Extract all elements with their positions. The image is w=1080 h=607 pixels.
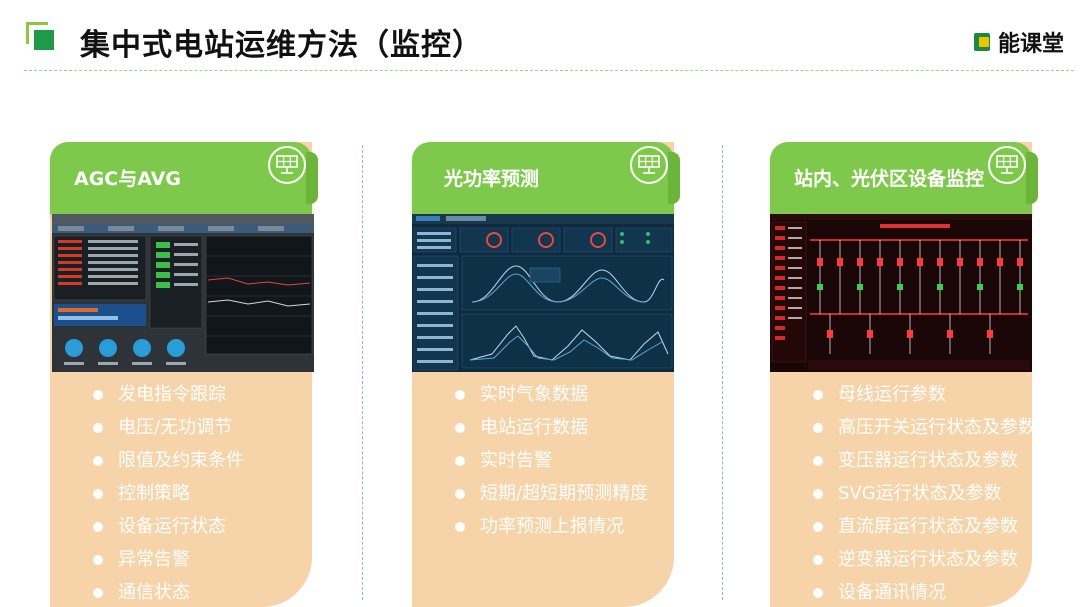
agc-monitor-screenshot xyxy=(52,214,314,372)
column-divider xyxy=(722,145,723,600)
solar-panel-icon xyxy=(988,146,1026,184)
list-item: 电站运行数据 xyxy=(452,411,648,444)
list-item: 发电指令跟踪 xyxy=(90,378,244,411)
list-item: 设备运行状态 xyxy=(90,510,244,543)
logo-mark xyxy=(26,22,62,58)
card-title: 光功率预测 xyxy=(444,168,540,190)
list-item: 实时告警 xyxy=(452,444,648,477)
feature-list: 实时气象数据 电站运行数据 实时告警 短期/超短期预测精度 功率预测上报情况 xyxy=(452,378,648,543)
list-item: 设备通讯情况 xyxy=(810,576,1036,607)
card-header: 站内、光伏区设备监控 xyxy=(770,142,1038,214)
list-item: 异常告警 xyxy=(90,543,244,576)
card-header: 光功率预测 xyxy=(412,142,680,214)
list-item: 电压/无功调节 xyxy=(90,411,244,444)
column-divider xyxy=(362,145,363,600)
list-item: 直流屏运行状态及参数 xyxy=(810,510,1036,543)
card-header: AGC与AVG xyxy=(50,142,318,214)
solar-panel-icon xyxy=(630,146,668,184)
brand-logo: 能课堂 xyxy=(973,26,1064,58)
solar-panel-icon xyxy=(268,146,306,184)
feature-list: 发电指令跟踪 电压/无功调节 限值及约束条件 控制策略 设备运行状态 异常告警 … xyxy=(90,378,244,607)
list-item: 高压开关运行状态及参数 xyxy=(810,411,1036,444)
list-item: 短期/超短期预测精度 xyxy=(452,477,648,510)
card-title: 站内、光伏区设备监控 xyxy=(794,168,985,190)
card-agc-avg: AGC与AVG 发电指令跟踪 电压/无功 xyxy=(50,142,318,607)
brand-icon xyxy=(973,31,994,53)
forecast-monitor-screenshot xyxy=(412,214,674,372)
list-item: 母线运行参数 xyxy=(810,378,1036,411)
card-title: AGC与AVG xyxy=(74,168,181,190)
substation-diagram-screenshot xyxy=(770,214,1032,372)
list-item: 控制策略 xyxy=(90,477,244,510)
card-equipment-monitoring: 站内、光伏区设备监控 母线运行参数 高压开关运行状态及参数 变压器运行 xyxy=(770,142,1038,607)
list-item: SVG运行状态及参数 xyxy=(810,477,1036,510)
list-item: 实时气象数据 xyxy=(452,378,648,411)
list-item: 变压器运行状态及参数 xyxy=(810,444,1036,477)
list-item: 通信状态 xyxy=(90,576,244,607)
page-title: 集中式电站运维方法（监控） xyxy=(80,28,483,63)
header-divider xyxy=(24,70,1074,71)
list-item: 限值及约束条件 xyxy=(90,444,244,477)
brand-name: 能课堂 xyxy=(997,32,1064,57)
card-power-forecast: 光功率预测 实时气象数据 电站运行数据 实时告 xyxy=(412,142,680,607)
list-item: 功率预测上报情况 xyxy=(452,510,648,543)
feature-list: 母线运行参数 高压开关运行状态及参数 变压器运行状态及参数 SVG运行状态及参数… xyxy=(810,378,1036,607)
list-item: 逆变器运行状态及参数 xyxy=(810,543,1036,576)
